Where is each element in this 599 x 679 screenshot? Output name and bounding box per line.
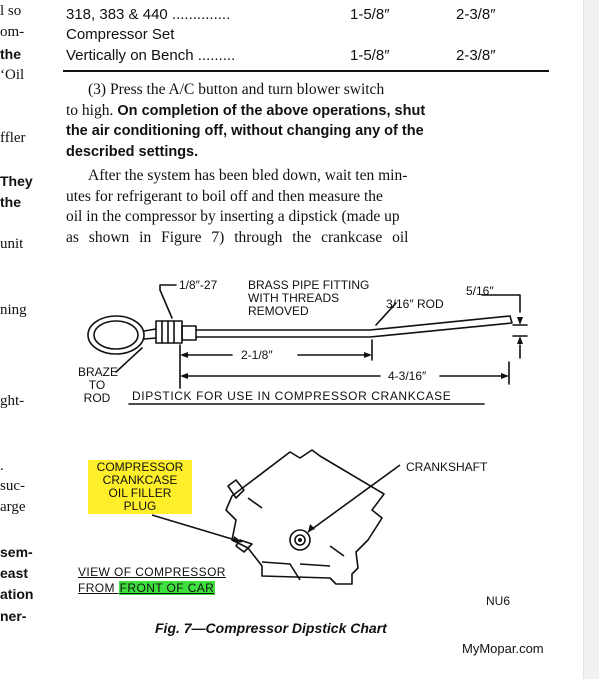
braze-label-line-3: ROD (83, 391, 111, 405)
crankshaft-icon (289, 529, 311, 551)
front-of-car-highlight: FRONT OF CAR (118, 581, 216, 595)
para2-line-4: as shown in Figure 7) through the crankc… (66, 228, 409, 246)
vertical-scrollbar[interactable] (583, 0, 599, 679)
brass-fitting-label: BRASS PIPE FITTING WITH THREADS REMOVED (248, 279, 369, 318)
plug-label-line-4: PLUG (123, 499, 157, 513)
left-line-4: ‘Oil (0, 67, 25, 83)
table-cell-label: Compressor Set (66, 26, 175, 43)
braze-label-line-1: BRAZE (78, 365, 119, 379)
brass-fitting-label-line-2: WITH THREADS (248, 291, 340, 305)
view-line-1: VIEW OF COMPRESSOR (78, 565, 226, 579)
para1-line-2-bold: On completion of the above operations, s… (113, 102, 426, 119)
left-line-16: ation (0, 586, 34, 602)
para1-line-2: to high. On completion of the above oper… (66, 101, 552, 122)
table-rule (63, 70, 549, 72)
left-line-10: ght- (0, 393, 25, 409)
left-line-5: ffler (0, 130, 26, 146)
plug-label-line-3: OIL FILLER (108, 486, 172, 500)
table-row: 318, 383 & 440 .............. (66, 6, 230, 23)
bend-size-label: 5/16″ (466, 284, 494, 298)
paragraph-bleed-down: After the system has been bled down, wai… (66, 166, 552, 248)
brass-fitting-icon (155, 320, 183, 344)
left-line-15: east (0, 565, 29, 581)
para1-line-3: the air conditioning off, without changi… (66, 123, 424, 139)
table-row: Vertically on Bench ......... (66, 47, 235, 64)
thread-size-label: 1/8″-27 (179, 278, 218, 292)
para1-line-4: described settings. (66, 143, 199, 160)
site-watermark: MyMopar.com (462, 641, 544, 656)
para2-line-3: oil in the compressor by inserting a dip… (66, 208, 400, 225)
para2-line-2: utes for refrigerant to boil off and the… (66, 187, 383, 205)
table-cell-v2: 2-3/8″ (456, 47, 496, 64)
left-line-3: the (0, 46, 21, 62)
brass-fitting-label-line-3: REMOVED (248, 304, 309, 318)
rod-size-label: 3/16″ ROD (386, 297, 444, 311)
dimension-4-3-16-label: 4-3/16″ (388, 369, 427, 383)
left-line-14: sem- (0, 544, 33, 560)
dipstick-rod-icon (195, 315, 513, 338)
figure-caption: Fig. 7—Compressor Dipstick Chart (155, 620, 387, 636)
braze-label-line-2: TO (88, 378, 106, 392)
left-line-13: arge (0, 499, 26, 515)
table-cell-v2: 2-3/8″ (456, 6, 496, 23)
table-cell-v1: 1-5/8″ (350, 47, 390, 64)
table-row: Compressor Set (66, 26, 174, 43)
dipstick-title: DIPSTICK FOR USE IN COMPRESSOR CRANKCASE (132, 389, 452, 403)
view-from-text: FROM (78, 581, 119, 595)
brass-fitting-label-line-1: BRASS PIPE FITTING (248, 278, 370, 292)
left-line-2: om- (0, 24, 25, 40)
left-line-9: ning (0, 302, 27, 318)
left-line-11: . (0, 458, 4, 474)
figure-code: NU6 (486, 594, 511, 608)
view-line-2: FROM FRONT OF CAR (78, 581, 226, 595)
compressor-body-icon (225, 449, 385, 585)
left-line-8: unit (0, 236, 24, 252)
left-line-12: suc- (0, 478, 25, 494)
table-cell-label: 318, 383 & 440 .............. (66, 6, 231, 23)
dipstick-ring-icon (87, 315, 145, 355)
para1-line-2-text: to high. (66, 101, 114, 119)
left-line-7: the (0, 194, 21, 210)
left-line-17: ner- (0, 608, 27, 624)
paragraph-step-3: (3) Press the A/C button and turn blower… (66, 80, 552, 162)
view-of-compressor-label: VIEW OF COMPRESSOR FROM FRONT OF CAR (78, 566, 226, 595)
oil-filler-plug-label: COMPRESSOR CRANKCASE OIL FILLER PLUG (88, 460, 192, 514)
crankshaft-label: CRANKSHAFT (406, 460, 488, 474)
plug-label-line-2: CRANKCASE (102, 473, 178, 487)
dimension-2-1-8-label: 2-1/8″ (241, 348, 273, 362)
para1-line-1: (3) Press the A/C button and turn blower… (88, 81, 385, 98)
plug-label-line-1: COMPRESSOR (96, 460, 184, 474)
para2-line-1: After the system has been bled down, wai… (88, 167, 408, 184)
left-line-6: They (0, 173, 33, 189)
left-line-1: l so (0, 3, 22, 19)
braze-label: BRAZE TO ROD (78, 365, 119, 405)
table-cell-label: Vertically on Bench ......... (66, 47, 236, 64)
table-cell-v1: 1-5/8″ (350, 6, 390, 23)
figure-drawing (87, 284, 528, 585)
